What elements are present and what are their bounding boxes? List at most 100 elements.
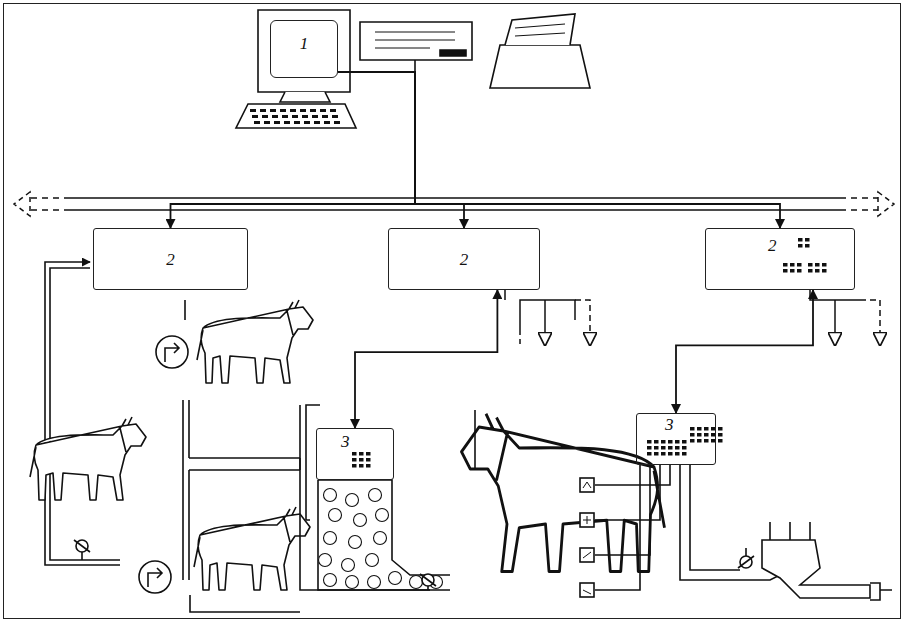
drawing-part bbox=[292, 115, 298, 118]
drawing-part bbox=[668, 440, 673, 444]
drawing-part bbox=[711, 433, 716, 437]
drawing-part bbox=[369, 489, 382, 502]
drawing-part bbox=[352, 452, 357, 456]
drawing-part bbox=[74, 540, 90, 560]
drawing-part bbox=[718, 427, 723, 431]
drawing-part bbox=[420, 574, 436, 590]
drawing-part bbox=[505, 290, 575, 330]
drawing-part bbox=[718, 439, 723, 443]
drawing-part bbox=[583, 482, 591, 594]
drawing-part bbox=[270, 109, 276, 112]
drawing-part bbox=[330, 109, 336, 112]
drawing-part bbox=[770, 522, 810, 540]
drawing-part bbox=[366, 458, 371, 462]
drawing-part bbox=[654, 446, 659, 450]
drawing-part bbox=[376, 509, 389, 522]
drawing-part bbox=[349, 536, 362, 549]
drawing-part bbox=[718, 433, 723, 437]
monitor-screen: 1 bbox=[270, 20, 338, 78]
drawing-part bbox=[668, 446, 673, 450]
drawing-part bbox=[704, 433, 709, 437]
drawing-part bbox=[236, 104, 356, 128]
callout-number: 2 bbox=[460, 251, 469, 268]
drawing-part bbox=[290, 109, 296, 112]
frame bbox=[3, 3, 901, 619]
drawing-part bbox=[808, 263, 813, 267]
controller-box: 2 bbox=[93, 228, 248, 290]
drawing-part bbox=[322, 115, 328, 118]
cow bbox=[462, 414, 665, 572]
drawing-part bbox=[139, 561, 171, 593]
drawing-part bbox=[682, 440, 687, 444]
milking-unit bbox=[580, 465, 892, 600]
drawing-part bbox=[354, 514, 367, 527]
drawing-part bbox=[374, 532, 387, 545]
drawing-part bbox=[329, 509, 342, 522]
drawing-part bbox=[414, 60, 416, 72]
drawing-part bbox=[697, 427, 702, 431]
drawing-part bbox=[314, 121, 320, 124]
drawing-part bbox=[690, 439, 695, 443]
drawing-part bbox=[324, 489, 337, 502]
signal-connector bbox=[355, 290, 497, 428]
drawing-part bbox=[544, 300, 546, 345]
drawing-part bbox=[366, 452, 371, 456]
feeder bbox=[300, 405, 450, 590]
drawing-part bbox=[359, 452, 364, 456]
callout-number: 3 bbox=[341, 433, 350, 450]
drawing-part bbox=[359, 464, 364, 468]
keyboard-keys bbox=[250, 109, 340, 124]
signal-connector bbox=[338, 72, 780, 228]
drawing-part bbox=[595, 465, 670, 590]
drawing-part bbox=[519, 330, 521, 344]
drawing-part bbox=[252, 115, 258, 118]
drawing-part bbox=[264, 121, 270, 124]
drawing-part bbox=[332, 115, 338, 118]
drawing-part bbox=[580, 583, 594, 597]
drawing-part bbox=[675, 452, 680, 456]
drawing-part bbox=[352, 458, 357, 462]
drawing-part bbox=[505, 14, 575, 45]
drawing-part bbox=[324, 121, 330, 124]
drawing-part bbox=[490, 45, 590, 88]
drawing-part bbox=[319, 489, 443, 589]
controller-box: 3 bbox=[636, 413, 716, 465]
drawing-part bbox=[360, 22, 472, 60]
drawing-part bbox=[190, 595, 300, 612]
drawing-part bbox=[704, 427, 709, 431]
drawing-part bbox=[310, 109, 316, 112]
drawing-part bbox=[45, 505, 120, 565]
drawing-part bbox=[690, 427, 695, 431]
drawing-part bbox=[808, 269, 813, 273]
drawing-part bbox=[697, 439, 702, 443]
signal-connector bbox=[676, 290, 813, 413]
drawing-part bbox=[580, 478, 594, 492]
branch-lines bbox=[505, 290, 880, 345]
drawing-part bbox=[798, 244, 803, 248]
drawing-part bbox=[738, 548, 754, 568]
drawing-part bbox=[711, 439, 716, 443]
drawing-part bbox=[258, 10, 350, 92]
drawing-part bbox=[156, 336, 188, 368]
drawing-part bbox=[280, 92, 330, 102]
drawing-part bbox=[668, 452, 673, 456]
drawing-part bbox=[318, 480, 450, 590]
drawing-part bbox=[300, 405, 420, 590]
drawing-part bbox=[654, 452, 659, 456]
drawing-part bbox=[324, 574, 337, 587]
signal-connector bbox=[171, 72, 416, 228]
callout-number: 2 bbox=[768, 237, 777, 254]
drawing-part bbox=[575, 300, 590, 345]
drawing-part bbox=[389, 572, 402, 585]
keypad bbox=[647, 440, 687, 456]
drawing-part bbox=[304, 121, 310, 124]
drawing-part bbox=[647, 440, 652, 444]
drawing-part bbox=[711, 427, 716, 431]
drawing-part bbox=[682, 452, 687, 456]
callout-number: 3 bbox=[665, 416, 674, 433]
controller-box: 3 bbox=[316, 428, 394, 480]
drawing-part bbox=[284, 121, 290, 124]
drawing-part bbox=[324, 532, 337, 545]
drawing-part bbox=[834, 300, 836, 345]
